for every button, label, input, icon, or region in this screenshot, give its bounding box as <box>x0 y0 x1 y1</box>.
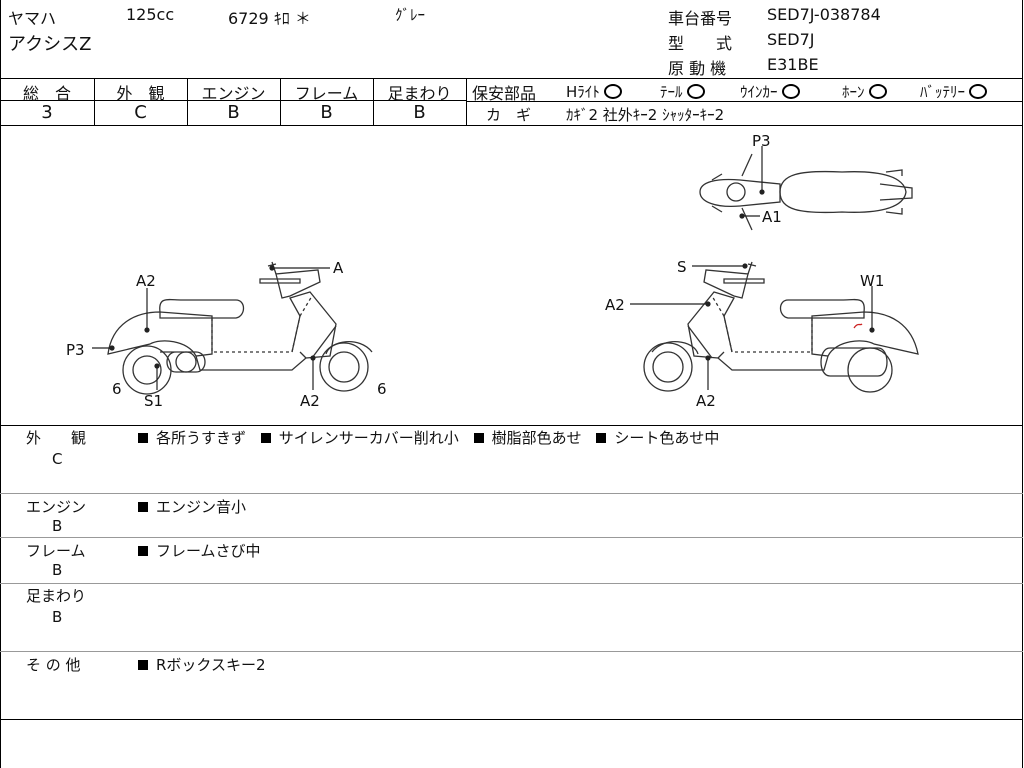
note-grade-suspension: B <box>52 608 63 626</box>
grade-col-divider <box>280 78 281 125</box>
frame-right <box>1022 0 1023 768</box>
ok-mark-icon <box>603 84 622 99</box>
diagram-label: 6 <box>377 380 387 398</box>
bullet-icon <box>473 433 484 443</box>
safety-label: 保安部品 <box>472 84 537 103</box>
engine-value: E31BE <box>767 55 819 74</box>
diagram-label: A1 <box>762 208 782 226</box>
bullet-icon <box>138 502 148 512</box>
diagram-label: S <box>677 258 687 276</box>
grade-header-suspension: 足まわり <box>387 84 452 103</box>
safety-item: ｳｲﾝｶｰ <box>740 81 800 102</box>
ok-mark-icon <box>969 84 988 99</box>
diagram-label: W1 <box>860 272 884 290</box>
note-grade-engine: B <box>52 517 63 535</box>
grade-value-suspension: B <box>413 102 426 123</box>
frame-left <box>0 0 1 768</box>
divider-note-3 <box>0 583 1023 584</box>
safety-item: ﾃｰﾙ <box>660 81 705 102</box>
grade-header-overall: 総 合 <box>22 84 71 103</box>
note-label-exterior: 外 観 <box>26 429 87 447</box>
safety-item: Hﾗｲﾄ <box>566 81 622 102</box>
mileage: 6729 ｷﾛ ＊ <box>228 9 311 28</box>
grade-value-exterior: C <box>134 102 147 123</box>
bullet-icon <box>138 546 148 556</box>
note-items-exterior: 各所うすきず サイレンサーカバー削れ小 樹脂部色あせ シート色あせ中 <box>138 427 729 448</box>
bullet-icon <box>260 433 271 443</box>
note-items-engine: エンジン音小 <box>138 496 246 517</box>
bullet-icon <box>138 433 148 443</box>
scooter-diagram: A2 A P3 6 S1 A2 6 S A2 W1 A2 P3 A1 <box>66 132 919 410</box>
keys-value: ｶｷﾞ2 社外ｷｰ2 ｼｬｯﾀｰｷｰ2 <box>566 106 725 124</box>
note-label-engine: エンジン <box>26 498 87 516</box>
chassis-label: 車台番号 <box>668 9 733 28</box>
scooter-right-view <box>643 261 919 393</box>
diagram-label: A <box>333 259 344 277</box>
diagram-label: A2 <box>696 392 716 410</box>
grade-col-divider <box>187 78 188 125</box>
grade-header-frame: フレーム <box>294 84 359 103</box>
scooter-top-view <box>699 153 913 231</box>
note-label-frame: フレーム <box>26 542 86 560</box>
divider-note-5 <box>0 719 1023 720</box>
ok-mark-icon <box>686 84 705 99</box>
grade-value-overall: 3 <box>41 102 53 123</box>
ok-mark-icon <box>868 84 887 99</box>
grade-row-divider <box>0 100 466 101</box>
maker: ヤマハ <box>8 9 57 28</box>
divider-note-4 <box>0 651 1023 652</box>
bullet-icon <box>596 433 607 443</box>
note-items-frame: フレームさび中 <box>138 540 261 561</box>
note-label-other: そ の 他 <box>26 656 81 674</box>
diagram-label: A2 <box>605 296 625 314</box>
type-label: 型 式 <box>668 34 733 53</box>
engine-label: 原 動 機 <box>668 59 727 78</box>
keys-label: カ ギ <box>486 106 532 124</box>
body-color: ｸﾞﾚｰ <box>395 6 426 24</box>
diagram-label: A2 <box>300 392 320 410</box>
note-label-suspension: 足まわり <box>26 587 87 605</box>
grade-col-divider <box>373 78 374 125</box>
diagram-label: A2 <box>136 272 156 290</box>
grade-col-divider <box>94 78 95 125</box>
type-value: SED7J <box>767 30 815 49</box>
bullet-icon <box>138 660 148 670</box>
safety-item: ﾎｰﾝ <box>842 81 887 102</box>
divider-header <box>0 78 1023 79</box>
grade-header-exterior: 外 観 <box>116 84 165 103</box>
model-name: アクシスZ <box>8 34 92 55</box>
note-items-other: Rボックスキー2 <box>138 654 266 675</box>
note-grade-frame: B <box>52 561 63 579</box>
grade-header-engine: エンジン <box>201 84 266 103</box>
scooter-left-view <box>107 261 373 395</box>
chassis-value: SED7J-038784 <box>767 5 881 24</box>
divider-note-2 <box>0 537 1023 538</box>
diagram-label: S1 <box>144 392 163 410</box>
grade-value-frame: B <box>320 102 333 123</box>
safety-row-divider <box>466 101 1023 102</box>
divider-grades <box>0 125 1023 126</box>
diagram-label: 6 <box>112 380 122 398</box>
displacement: 125cc <box>126 5 175 24</box>
diagram-label: P3 <box>66 341 85 359</box>
note-grade-exterior: C <box>52 450 63 468</box>
divider-diagram <box>0 425 1023 426</box>
red-mark <box>853 323 863 329</box>
divider-note-1 <box>0 493 1023 494</box>
grade-value-engine: B <box>227 102 240 123</box>
diagram-label: P3 <box>752 132 771 150</box>
ok-mark-icon <box>781 84 800 99</box>
safety-item: ﾊﾞｯﾃﾘｰ <box>920 81 988 102</box>
